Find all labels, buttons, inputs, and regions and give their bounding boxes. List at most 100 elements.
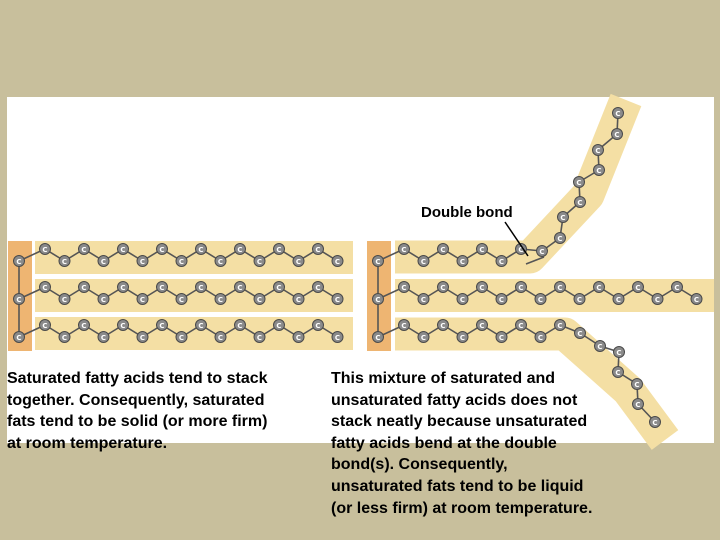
carbon-atom-icon: C: [372, 293, 384, 305]
carbon-atom-icon: C: [398, 281, 410, 293]
carbon-atom-icon: C: [631, 378, 643, 390]
carbon-atom-icon: C: [273, 243, 285, 255]
svg-text:C: C: [694, 296, 699, 304]
carbon-atom-icon: C: [97, 255, 110, 267]
carbon-atom-icon: C: [58, 255, 71, 267]
carbon-atom-icon: C: [593, 164, 605, 176]
chain-band-right-3: [395, 317, 679, 450]
carbon-atom-icon: C: [214, 331, 227, 343]
svg-text:C: C: [198, 246, 203, 254]
saturated-caption: Saturated fatty acids tend to stack toge…: [7, 370, 268, 452]
svg-text:C: C: [81, 246, 86, 254]
carbon-atom-icon: C: [273, 281, 285, 293]
svg-text:C: C: [120, 246, 125, 254]
svg-text:C: C: [460, 296, 465, 304]
carbon-atom-icon: C: [476, 243, 488, 255]
carbon-atom-icon: C: [437, 243, 449, 255]
svg-text:C: C: [237, 246, 242, 254]
svg-text:C: C: [440, 246, 445, 254]
svg-text:C: C: [375, 296, 380, 304]
carbon-atom-icon: C: [417, 255, 430, 267]
carbon-atom-icon: C: [592, 144, 604, 156]
double-bond-label: Double bond: [421, 204, 513, 221]
svg-text:C: C: [674, 284, 679, 292]
svg-text:C: C: [518, 246, 523, 254]
svg-text:C: C: [440, 284, 445, 292]
carbon-atom-icon: C: [136, 331, 149, 343]
carbon-atom-icon: C: [611, 128, 623, 140]
svg-text:C: C: [296, 334, 301, 342]
svg-text:C: C: [560, 214, 565, 222]
carbon-atom-icon: C: [613, 346, 625, 358]
carbon-atom-icon: C: [456, 331, 469, 343]
carbon-atom-icon: C: [312, 243, 324, 255]
svg-text:C: C: [652, 419, 657, 427]
svg-text:C: C: [375, 258, 380, 266]
svg-text:C: C: [421, 258, 426, 266]
svg-text:C: C: [635, 401, 640, 409]
carbon-atom-icon: C: [78, 243, 90, 255]
svg-text:C: C: [62, 296, 67, 304]
svg-text:C: C: [16, 334, 21, 342]
svg-text:C: C: [421, 296, 426, 304]
carbon-atom-icon: C: [417, 331, 430, 343]
carbon-atom-icon: C: [175, 255, 188, 267]
svg-text:C: C: [62, 258, 67, 266]
carbon-atom-icon: C: [13, 293, 25, 305]
carbon-atom-icon: C: [13, 255, 25, 267]
chain-band-right-1: [395, 93, 642, 274]
svg-text:C: C: [101, 334, 106, 342]
svg-text:C: C: [315, 284, 320, 292]
carbon-atom-icon: C: [612, 107, 624, 119]
svg-text:C: C: [179, 334, 184, 342]
carbon-atom-icon: C: [398, 319, 410, 331]
carbon-atom-icon: C: [515, 281, 527, 293]
svg-text:C: C: [237, 284, 242, 292]
svg-text:C: C: [421, 334, 426, 342]
carbon-atom-icon: C: [214, 255, 227, 267]
carbon-atom-icon: C: [97, 331, 110, 343]
carbon-atom-icon: C: [136, 255, 149, 267]
svg-text:C: C: [296, 258, 301, 266]
svg-text:C: C: [634, 381, 639, 389]
svg-text:C: C: [101, 258, 106, 266]
carbon-atom-icon: C: [515, 243, 527, 255]
carbon-atom-icon: C: [175, 331, 188, 343]
carbon-atom-icon: C: [495, 255, 508, 267]
svg-text:C: C: [140, 296, 145, 304]
carbon-atom-icon: C: [253, 293, 266, 305]
carbon-atom-icon: C: [331, 293, 344, 305]
carbon-atom-icon: C: [574, 327, 586, 339]
svg-text:C: C: [616, 349, 621, 357]
svg-text:C: C: [140, 258, 145, 266]
svg-text:C: C: [401, 322, 406, 330]
svg-text:C: C: [81, 322, 86, 330]
carbon-atom-icon: C: [58, 331, 71, 343]
carbon-atom-icon: C: [156, 281, 168, 293]
svg-text:C: C: [539, 248, 544, 256]
svg-text:C: C: [296, 296, 301, 304]
carbon-atom-icon: C: [456, 255, 469, 267]
carbon-atom-icon: C: [612, 366, 624, 378]
carbon-atom-icon: C: [372, 255, 384, 267]
svg-text:C: C: [655, 296, 660, 304]
carbon-atom-icon: C: [573, 293, 586, 305]
svg-text:C: C: [218, 296, 223, 304]
carbon-atom-icon: C: [398, 243, 410, 255]
svg-text:C: C: [335, 296, 340, 304]
carbon-atom-icon: C: [632, 398, 644, 410]
carbon-atom-icon: C: [39, 281, 51, 293]
svg-text:C: C: [257, 258, 262, 266]
carbon-atom-icon: C: [495, 331, 508, 343]
carbon-atom-icon: C: [253, 331, 266, 343]
carbon-atom-icon: C: [554, 232, 566, 244]
carbon-atom-icon: C: [574, 196, 586, 208]
carbon-atom-icon: C: [117, 281, 129, 293]
svg-text:C: C: [62, 334, 67, 342]
svg-text:C: C: [159, 246, 164, 254]
svg-text:C: C: [615, 110, 620, 118]
svg-text:C: C: [16, 296, 21, 304]
carbon-atom-icon: C: [156, 319, 168, 331]
svg-text:C: C: [596, 284, 601, 292]
